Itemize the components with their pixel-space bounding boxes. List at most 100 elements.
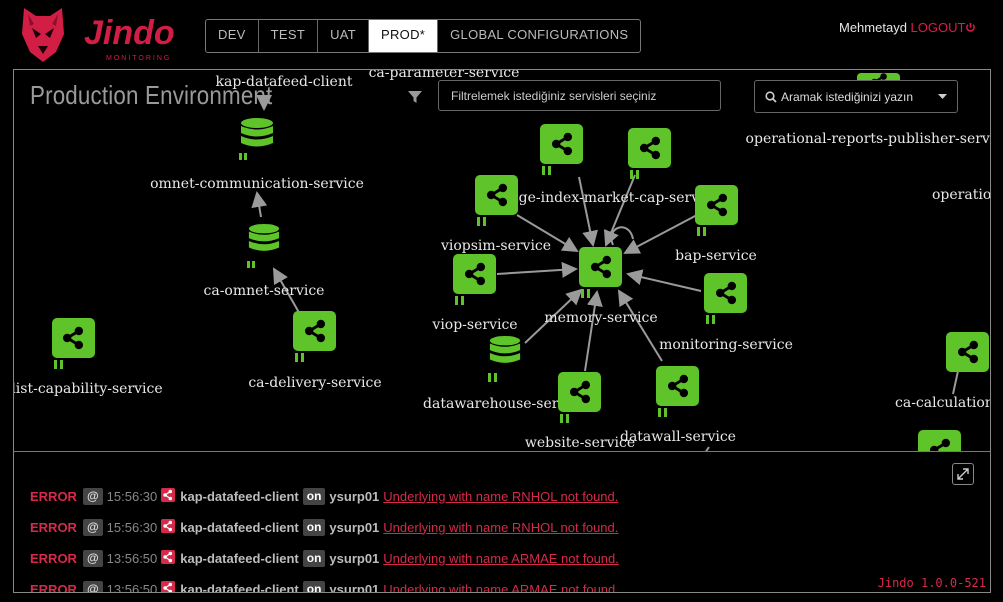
log-service[interactable]: kap-datafeed-client [180,519,299,535]
filter-icon[interactable] [408,90,422,109]
tab-global-configurations[interactable]: GLOBAL CONFIGURATIONS [450,27,629,42]
logout-link[interactable]: LOGOUT [911,20,977,35]
log-time: 13:56:50 [106,550,158,566]
log-message[interactable]: Underlying with name ARMAE not found. [383,550,619,566]
expand-button[interactable] [952,463,974,485]
node-ca-delivery-service[interactable]: ca-delivery-service [248,311,382,391]
log-host: ysurp01 [329,581,380,593]
share-icon [161,518,176,536]
log-row: ERROR @ 15:56:30 kap-datafeed-client on … [30,486,618,506]
node-label: bap-service [675,248,757,264]
share-icon [161,580,176,592]
log-service[interactable]: kap-datafeed-client [180,488,299,504]
node-label: memory-service [544,310,657,326]
node-label: age-index-market-cap-service [510,190,719,206]
at-badge: @ [82,487,103,505]
node-ca-calculation-service[interactable]: ca-calculation-service [895,332,990,452]
node-list-capability-service[interactable]: list-capability-service [14,318,163,397]
node-operational[interactable]: operational [932,121,990,203]
node-label: ca-omnet-service [204,283,325,299]
tab-uat[interactable]: UAT [318,20,370,52]
service-graph-panel[interactable]: Production Environment Aramak istediğini… [13,69,991,452]
jindo-logo[interactable]: Jindo MONITORING [22,6,202,64]
node-label: omnet-communication-service [150,176,364,192]
log-message[interactable]: Underlying with name ARMAE not found. [383,581,619,593]
log-level: ERROR [30,488,77,504]
username: Mehmetayd [839,20,907,35]
node-label: datawarehouse-service [423,396,587,412]
user-area: Mehmetayd LOGOUT [839,20,976,35]
log-service[interactable]: kap-datafeed-client [180,581,299,593]
node-kap-datafeed-client[interactable]: kap-datafeed-client [216,74,353,160]
log-service[interactable]: kap-datafeed-client [180,550,299,566]
node-ca-parameter-service[interactable]: ca-parameter-service [369,70,520,81]
node-omnet-communication-service[interactable]: omnet-communication-service [150,176,364,192]
node-memory-service[interactable]: memory-service [544,247,658,326]
log-row: ERROR @ 13:56:50 kap-datafeed-client on … [30,579,619,593]
search-placeholder: Aramak istediğinizi yazın [781,89,914,104]
share-icon [161,549,176,567]
tab-test[interactable]: TEST [259,20,319,52]
node-viop-service[interactable]: viop-service [431,254,518,333]
logo-subtitle: MONITORING [106,55,171,62]
service-filter-input[interactable] [438,80,721,111]
node-label: ca-calculation-service [895,395,990,411]
on-badge: on [302,580,326,592]
node-label: website-service [525,435,635,451]
on-badge: on [302,487,326,505]
node-ca-omnet-service[interactable]: ca-omnet-service [204,223,325,299]
at-badge: @ [82,549,103,567]
graph-edges [251,95,959,452]
caret-down-icon [938,93,947,99]
node-datawarehouse-service[interactable]: datawarehouse-service [423,335,587,412]
log-host: ysurp01 [329,550,380,566]
node-label: datawall-service [620,429,736,445]
at-badge: @ [82,518,103,536]
node-label: list-capability-service [14,381,163,397]
tab-dev[interactable]: DEV [206,20,259,52]
log-row: ERROR @ 15:56:30 kap-datafeed-client on … [30,517,618,537]
node-label: ca-parameter-service [369,70,520,81]
node-website-service[interactable]: website-service [525,372,635,451]
on-badge: on [302,518,326,536]
log-message[interactable]: Underlying with name RNHOL not found. [383,519,619,535]
version-label: Jindo 1.0.0-521 [877,576,986,590]
search-icon [765,90,777,103]
expand-icon [957,468,969,480]
node-monitoring-service[interactable]: monitoring-service [659,273,793,353]
node-label: operational-reports-publisher-service [746,131,990,147]
power-icon [966,22,976,32]
logout-label: LOGOUT [910,20,966,35]
node-label: monitoring-service [659,337,793,353]
node-label: kap-datafeed-client [216,74,353,90]
log-time: 13:56:50 [106,581,158,593]
log-level: ERROR [30,519,77,535]
node-label: operational [932,187,990,203]
page-title: Production Environment [30,80,273,110]
service-graph[interactable]: kap-datafeed-client ca-parameter-service… [14,70,990,452]
log-host: ysurp01 [329,488,380,504]
on-badge: on [302,549,326,567]
node-label: viop-service [431,317,517,333]
node-label: ca-delivery-service [248,375,381,391]
log-message[interactable]: Underlying with name RNHOL not found. [383,488,619,504]
node-label: viopsim-service [440,238,551,254]
log-level: ERROR [30,550,77,566]
log-panel: ERROR @ 15:56:30 kap-datafeed-client on … [13,451,991,593]
node-age-index-market-cap-service[interactable]: age-index-market-cap-service [510,124,720,206]
environment-tabs: DEV TEST UAT PROD* GLOBAL CONFIGURATIONS [205,19,642,53]
log-host: ysurp01 [329,519,380,535]
log-time: 15:56:30 [106,488,158,504]
logo-text: Jindo [84,14,175,52]
node-datawall-service[interactable]: datawall-service [620,366,736,445]
node-viopsim-service[interactable]: viopsim-service [440,175,551,254]
node-bap-service[interactable]: bap-service [675,185,757,264]
wolf-logo-icon [22,8,64,62]
tab-prod[interactable]: PROD* [369,20,439,52]
at-badge: @ [82,580,103,592]
search-select[interactable]: Aramak istediğinizi yazın [754,80,958,113]
log-level: ERROR [30,581,77,593]
log-row: ERROR @ 13:56:50 kap-datafeed-client on … [30,548,619,568]
log-time: 15:56:30 [106,519,158,535]
share-icon [161,487,176,505]
